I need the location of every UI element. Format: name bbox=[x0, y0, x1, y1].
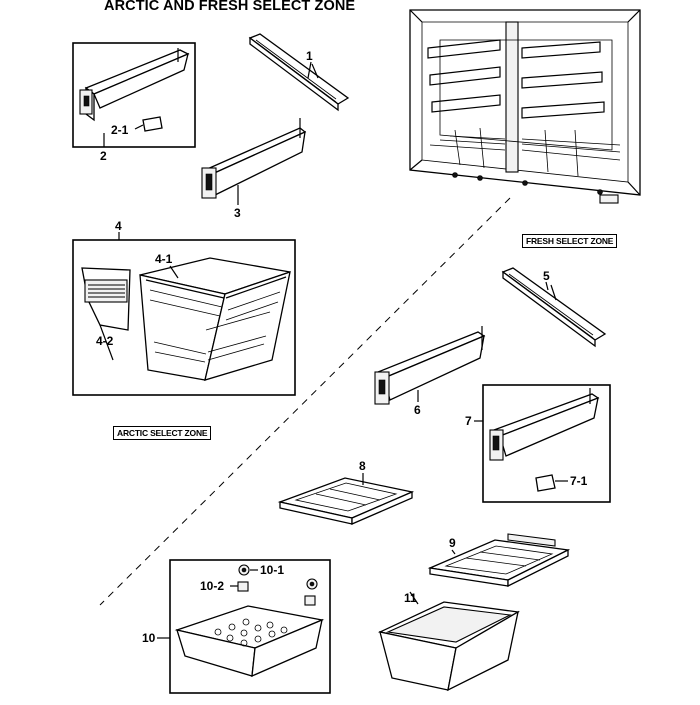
callout-4-2: 4-2 bbox=[96, 334, 114, 348]
part-10-2-clip bbox=[230, 581, 316, 606]
callout-2: 2 bbox=[100, 149, 107, 163]
leader-line-1 bbox=[307, 61, 312, 79]
callout-4-1: 4-1 bbox=[155, 252, 173, 266]
diagram-title: ARCTIC AND FRESH SELECT ZONE bbox=[104, 0, 356, 14]
part-3-rail-bracket bbox=[201, 118, 307, 205]
part-7-group-box bbox=[482, 384, 611, 503]
part-5-rail bbox=[501, 267, 607, 348]
callout-1: 1 bbox=[306, 49, 313, 63]
leader-line-4-2 bbox=[99, 324, 114, 361]
callout-3: 3 bbox=[234, 206, 241, 220]
part-4-2-divider-panel bbox=[81, 267, 131, 331]
part-10-1-clip bbox=[238, 564, 318, 590]
callout-2-1: 2-1 bbox=[111, 123, 129, 137]
part-2-rail-bracket bbox=[79, 48, 190, 147]
callout-6: 6 bbox=[414, 403, 421, 417]
part-2-group-box bbox=[72, 42, 196, 148]
zone-divider-line bbox=[99, 197, 511, 606]
part-9-shelf bbox=[427, 533, 571, 588]
refrigerator-cabinet-illustration bbox=[409, 9, 641, 204]
callout-7: 7 bbox=[465, 414, 472, 428]
leader-line-2-1 bbox=[134, 124, 144, 130]
leader-line-4-1 bbox=[169, 265, 179, 279]
callout-11: 11 bbox=[404, 591, 417, 605]
callout-7-1: 7-1 bbox=[570, 474, 588, 488]
part-7-rail-bracket bbox=[489, 388, 600, 492]
arctic-select-zone-label: ARCTIC SELECT ZONE bbox=[113, 426, 212, 440]
part-1-rail bbox=[248, 33, 350, 112]
part-8-shelf bbox=[277, 473, 415, 525]
part-10-drawer bbox=[174, 605, 325, 678]
part-6-rail-bracket bbox=[374, 326, 486, 405]
leader-line-5 bbox=[545, 281, 549, 291]
callout-5: 5 bbox=[543, 269, 550, 283]
part-4-1-basket bbox=[139, 257, 291, 381]
fresh-select-zone-label: FRESH SELECT ZONE bbox=[522, 234, 618, 248]
callout-9: 9 bbox=[449, 536, 456, 550]
part-10-group-box bbox=[169, 559, 331, 694]
callout-10: 10 bbox=[142, 631, 156, 645]
callout-4: 4 bbox=[115, 219, 122, 233]
callout-8: 8 bbox=[359, 459, 366, 473]
part-4-group-box bbox=[72, 239, 296, 396]
callout-10-2: 10-2 bbox=[200, 579, 225, 593]
callout-10-1: 10-1 bbox=[260, 563, 285, 577]
part-11-bin bbox=[377, 591, 520, 692]
